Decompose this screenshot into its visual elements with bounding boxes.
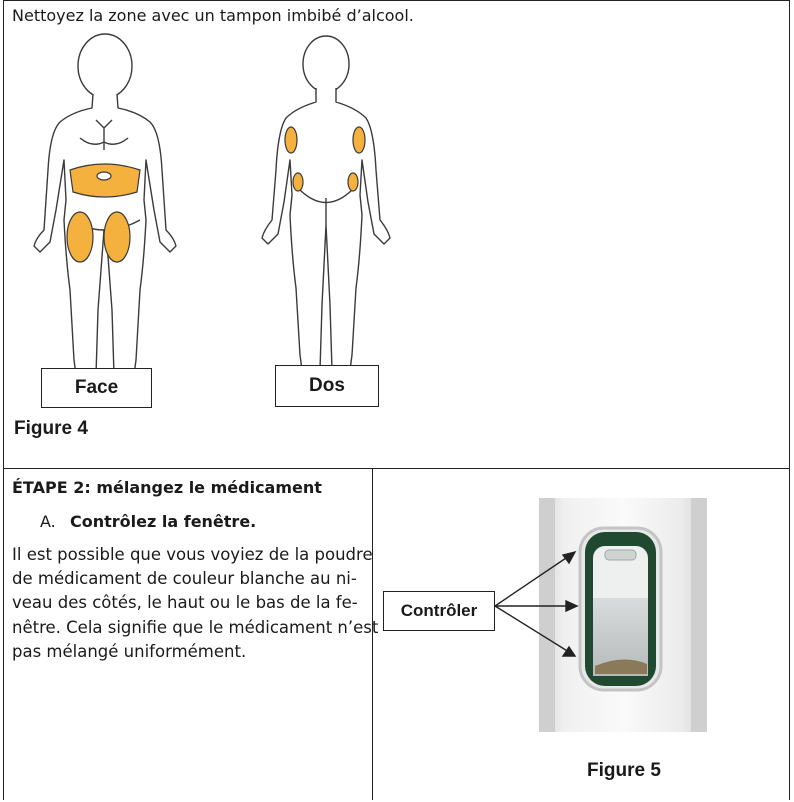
substep-marker: A.: [40, 512, 56, 531]
paragraph-line: de médicament de couleur blanche au ni-: [12, 569, 357, 589]
callout-label: Contrôler: [400, 601, 478, 620]
figure5-illustration: [494, 498, 707, 732]
back-injection-sites: [284, 126, 366, 192]
paragraph-line: nêtre. Cela signifie que le médicament n…: [12, 617, 379, 637]
back-label: Dos: [309, 375, 345, 396]
paragraph-line: veau des côtés, le haut ou le bas de la …: [12, 593, 358, 613]
front-body-figure: [33, 33, 177, 376]
back-body-figure: [261, 35, 391, 371]
pen-window-photo: [539, 498, 707, 732]
front-label: Face: [74, 377, 119, 398]
figure4-illustration: [33, 33, 391, 376]
callout-arrows: [494, 550, 579, 657]
table-frame: [3, 0, 790, 800]
paragraph-line: Il est possible que vous voyiez de la po…: [12, 545, 373, 564]
callout-label-box: Contrôler: [383, 591, 495, 631]
step2-title: ÉTAPE 2: mélangez le médicament: [12, 478, 322, 497]
step2-paragraph: Il est possible que vous voyiez de la po…: [12, 543, 379, 664]
back-label-box: Dos: [275, 365, 379, 407]
front-label-box: Face: [41, 368, 152, 408]
figure5-caption: Figure 5: [587, 760, 661, 781]
instruction-text: Nettoyez la zone avec un tampon imbibé d…: [12, 6, 414, 25]
figure4-caption: Figure 4: [14, 418, 88, 439]
table-top-border: [3, 0, 790, 1]
front-injection-sites: [66, 163, 141, 263]
paragraph-line: pas mélangé uniformément.: [12, 641, 247, 661]
substep-text: Contrôlez la fenêtre.: [70, 512, 257, 531]
column-divider: [372, 468, 373, 800]
row-divider: [3, 468, 790, 469]
